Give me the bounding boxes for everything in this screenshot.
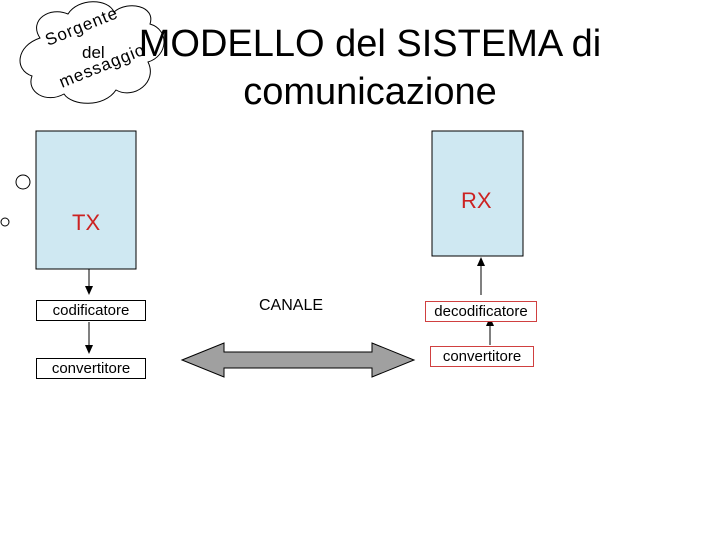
title-line-2: comunicazione xyxy=(243,71,497,113)
rx-label: RX xyxy=(461,188,492,213)
slide-title: MODELLO del SISTEMA di comunicazione xyxy=(120,20,620,116)
cloud-text-del: del xyxy=(82,43,105,62)
rx-converter-label: convertitore xyxy=(430,346,534,367)
tx-converter-label: convertitore xyxy=(36,358,146,379)
rx-arrow-to-box-head xyxy=(477,257,485,266)
rx-box xyxy=(431,130,524,257)
tx-box xyxy=(35,130,137,270)
thought-cloud-shape xyxy=(19,1,165,104)
channel-label: CANALE xyxy=(259,297,324,314)
thought-bubble-small xyxy=(0,217,10,227)
thought-bubble-medium xyxy=(15,174,31,190)
tx-arrow-to-converter-head xyxy=(85,345,93,354)
tx-arrow-to-encoder-head xyxy=(85,286,93,295)
title-line-1: MODELLO del SISTEMA di xyxy=(138,23,602,65)
tx-label: TX xyxy=(72,210,101,235)
tx-encoder-label: codificatore xyxy=(36,300,146,321)
channel-double-arrow xyxy=(180,342,416,378)
rx-decoder-label: decodificatore xyxy=(425,301,537,322)
